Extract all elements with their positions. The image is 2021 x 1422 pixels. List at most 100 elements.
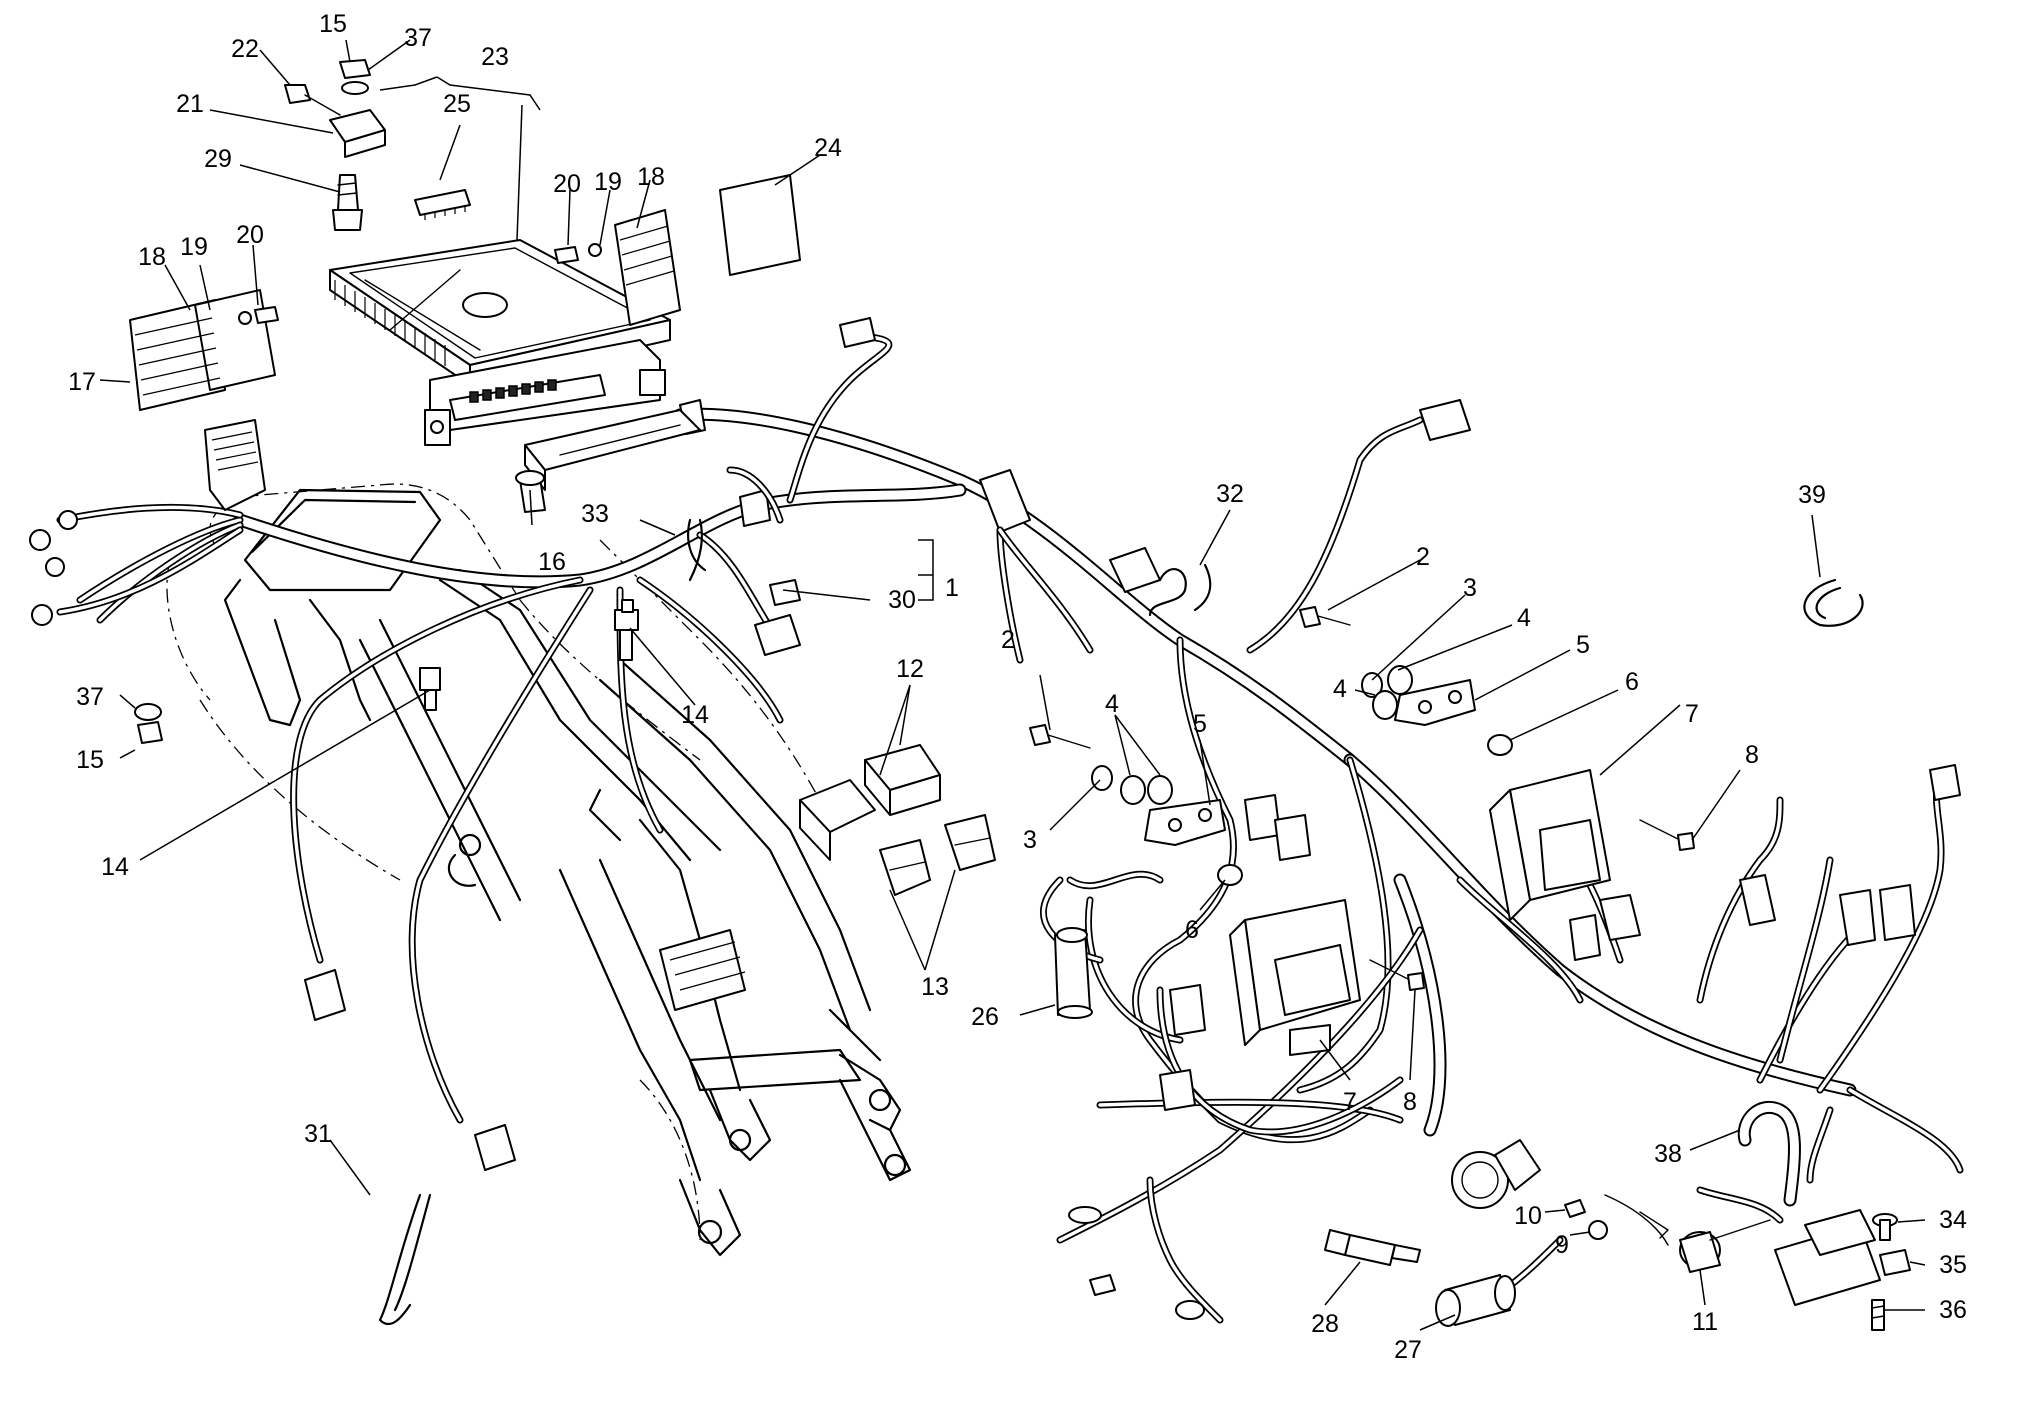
label-27: 27 [1394, 1336, 1422, 1364]
spacers-6 [1217, 734, 1513, 886]
connector-30 [754, 579, 801, 656]
label-18a: 18 [637, 163, 665, 191]
label-26: 26 [971, 1003, 999, 1031]
spark-plug-28 [1324, 1229, 1421, 1266]
ground-terminals-14 [419, 599, 639, 711]
label-32: 32 [1216, 480, 1244, 508]
label-24: 24 [814, 134, 842, 162]
wires [56, 331, 1964, 1324]
label-39: 39 [1798, 481, 1826, 509]
coil-7a [1489, 769, 1611, 921]
label-20a: 20 [553, 170, 581, 198]
label-13: 13 [921, 973, 949, 1001]
bolts-2 [1029, 606, 1351, 749]
label-2b: 2 [1001, 626, 1015, 654]
label-3a: 3 [1463, 574, 1477, 602]
ecu-plug [524, 409, 701, 491]
diag-connector-top-left [204, 419, 266, 511]
connector-left-low [304, 929, 746, 1171]
label-9: 9 [1555, 1231, 1569, 1259]
label-18b: 18 [138, 243, 166, 271]
label-4a: 4 [1517, 604, 1531, 632]
label-19a: 19 [594, 168, 622, 196]
clamp-31 [378, 1193, 432, 1326]
clamp-39 [1803, 578, 1864, 627]
nut-15 [339, 59, 371, 95]
label-2a: 2 [1416, 543, 1430, 571]
label-5a: 5 [1576, 631, 1590, 659]
label-30: 30 [888, 586, 916, 614]
label-21: 21 [176, 90, 204, 118]
label-25: 25 [443, 90, 471, 118]
label-29: 29 [204, 145, 232, 173]
connectors-13 [879, 814, 996, 896]
label-15b: 15 [76, 746, 104, 774]
label-7b: 7 [1343, 1088, 1357, 1116]
sensor-bolt-29 [332, 174, 363, 231]
screws-8 [1369, 819, 1695, 991]
ring-terminals [1068, 1206, 1205, 1320]
label-15a: 15 [319, 10, 347, 38]
sensor-26 [1054, 927, 1093, 1019]
screw-22 [284, 84, 341, 116]
sensor-11 [1679, 1219, 1771, 1273]
leader-lines [99, 39, 1926, 1331]
ecu-connector-pins [469, 379, 557, 403]
chip-25 [414, 189, 471, 220]
bolt-34 [1872, 1213, 1898, 1241]
connector-upper-harness [839, 317, 1471, 441]
frame [223, 488, 912, 1257]
label-22: 22 [231, 35, 259, 63]
ecu-cooling-fins [334, 280, 446, 366]
clip-33 [687, 518, 707, 582]
bolt-36 [1871, 1299, 1885, 1331]
label-11: 11 [1692, 1308, 1718, 1336]
connectors-right [1569, 764, 1961, 961]
label-8a: 8 [1745, 741, 1759, 769]
label-14a: 14 [681, 701, 709, 729]
label-31: 31 [304, 1120, 332, 1148]
label-1: 1 [945, 574, 959, 602]
label-8b: 8 [1403, 1088, 1417, 1116]
label-10: 10 [1514, 1202, 1542, 1230]
frame-outline [166, 483, 831, 1241]
label-36: 36 [1939, 1296, 1967, 1324]
label-23: 23 [481, 43, 509, 71]
relays-12 [799, 744, 941, 861]
label-20b: 20 [236, 221, 264, 249]
label-34: 34 [1939, 1206, 1967, 1234]
relay-bracket-24 [614, 174, 801, 326]
coil-7b [1229, 899, 1361, 1056]
label-6b: 6 [1185, 916, 1199, 944]
part-number-labels: 15 37 22 23 21 25 29 20 19 18 24 18 19 2… [68, 10, 1967, 1364]
label-3b: 3 [1023, 826, 1037, 854]
hose-38 [1737, 1100, 1801, 1207]
label-33: 33 [581, 500, 609, 528]
label-4c: 4 [1105, 690, 1119, 718]
connector-pair-center [1159, 794, 1311, 1111]
label-12: 12 [896, 655, 924, 683]
label-5b: 5 [1193, 710, 1207, 738]
screw-10-washer-9 [1564, 1194, 1669, 1246]
label-7a: 7 [1685, 700, 1699, 728]
label-19b: 19 [180, 233, 208, 261]
label-37a: 37 [404, 24, 432, 52]
clip-32 [1148, 563, 1212, 617]
label-28: 28 [1311, 1310, 1339, 1338]
bracket-21 [329, 109, 386, 158]
ecu-fixing-hardware [134, 243, 602, 744]
wire-terminals-left [29, 510, 78, 626]
main-harness [233, 399, 1857, 1137]
bracket-5 [1144, 679, 1476, 846]
label-14b: 14 [101, 853, 129, 881]
pressure-sensor-35 [1774, 1209, 1911, 1306]
round-connector [1451, 1139, 1541, 1209]
label-6a: 6 [1625, 668, 1639, 696]
sensor-27 [1435, 1274, 1516, 1327]
relay-bracket-17 [129, 289, 276, 411]
label-4b: 4 [1333, 675, 1347, 703]
label-38: 38 [1654, 1140, 1682, 1168]
label-17: 17 [68, 368, 96, 396]
label-37b: 37 [76, 683, 104, 711]
